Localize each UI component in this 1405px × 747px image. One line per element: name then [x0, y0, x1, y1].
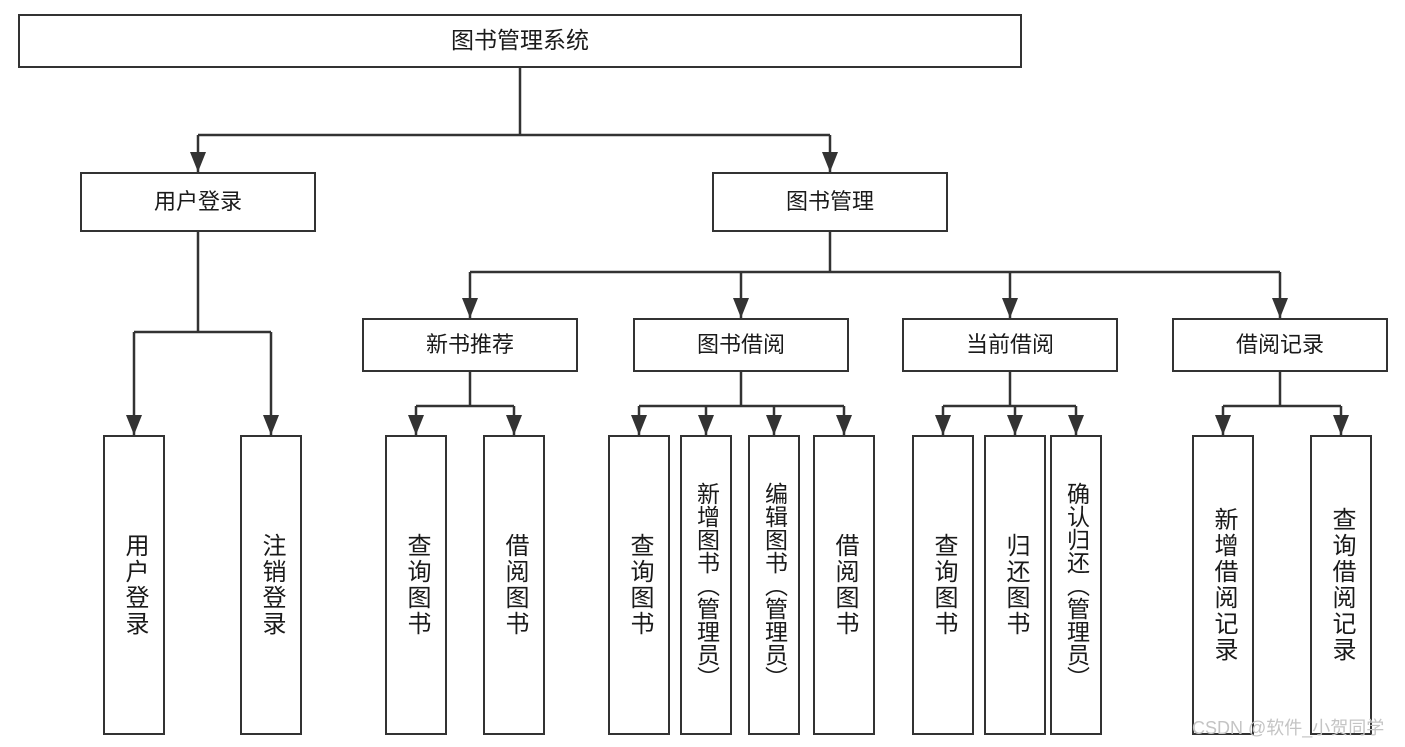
node-records[interactable]: 借阅记录 [1172, 318, 1388, 372]
node-label-l-retbook: 归还图书 [1002, 533, 1029, 637]
node-label-l-addrec: 新增借阅记录 [1210, 507, 1237, 663]
edge-arrow-l-qbook3 [935, 415, 951, 435]
edge-arrow-newbook [462, 298, 478, 318]
node-label-l-qbook3: 查询图书 [930, 533, 957, 637]
edge-arrow-records [1272, 298, 1288, 318]
node-l-addrec[interactable]: 新增借阅记录 [1192, 435, 1254, 735]
node-l-confirm[interactable]: 确认归还（管理员） [1050, 435, 1102, 735]
node-label-newbook: 新书推荐 [425, 331, 514, 357]
node-l-bbook2[interactable]: 借阅图书 [813, 435, 875, 735]
edge-arrow-l-logout [263, 415, 279, 435]
edge-arrow-l-confirm [1068, 415, 1084, 435]
node-label-l-bbook1: 借阅图书 [501, 533, 528, 637]
node-l-bbook1[interactable]: 借阅图书 [483, 435, 545, 735]
edge-arrow-l-qbook1 [408, 415, 424, 435]
edge-arrow-l-bbook2 [836, 415, 852, 435]
node-l-userlogin[interactable]: 用户登录 [103, 435, 165, 735]
edge-arrow-borrow [733, 298, 749, 318]
node-l-editbook[interactable]: 编辑图书（管理员） [748, 435, 800, 735]
node-label-l-qbook1: 查询图书 [403, 533, 430, 637]
node-l-addbook[interactable]: 新增图书（管理员） [680, 435, 732, 735]
edge-arrow-l-editbook [766, 415, 782, 435]
node-label-l-logout: 注销登录 [258, 533, 285, 637]
edge-arrow-login [190, 152, 206, 172]
edge-arrow-l-addbook [698, 415, 714, 435]
node-l-logout[interactable]: 注销登录 [240, 435, 302, 735]
node-label-l-userlogin: 用户登录 [121, 533, 148, 637]
node-label-l-confirm: 确认归还（管理员） [1063, 481, 1090, 689]
node-label-l-qrec: 查询借阅记录 [1328, 507, 1355, 663]
node-l-retbook[interactable]: 归还图书 [984, 435, 1046, 735]
edge-arrow-l-bbook1 [506, 415, 522, 435]
node-borrow[interactable]: 图书借阅 [633, 318, 849, 372]
edge-arrow-l-retbook [1007, 415, 1023, 435]
node-label-l-bbook2: 借阅图书 [831, 533, 858, 637]
node-label-bookmgmt: 图书管理 [785, 188, 874, 214]
edge-arrow-l-qbook2 [631, 415, 647, 435]
edge-arrow-bookmgmt [822, 152, 838, 172]
node-newbook[interactable]: 新书推荐 [362, 318, 578, 372]
node-label-l-addbook: 新增图书（管理员） [693, 481, 720, 689]
node-l-qbook2[interactable]: 查询图书 [608, 435, 670, 735]
node-bookmgmt[interactable]: 图书管理 [712, 172, 948, 232]
node-label-l-editbook: 编辑图书（管理员） [761, 481, 788, 689]
node-label-login: 用户登录 [153, 188, 242, 214]
edge-arrow-l-userlogin [126, 415, 142, 435]
edge-arrow-l-addrec [1215, 415, 1231, 435]
node-label-borrow: 图书借阅 [696, 331, 785, 357]
node-login[interactable]: 用户登录 [80, 172, 316, 232]
node-l-qbook3[interactable]: 查询图书 [912, 435, 974, 735]
node-label-records: 借阅记录 [1235, 331, 1324, 357]
node-root[interactable]: 图书管理系统 [18, 14, 1022, 68]
node-l-qrec[interactable]: 查询借阅记录 [1310, 435, 1372, 735]
edge-arrow-current [1002, 298, 1018, 318]
node-l-qbook1[interactable]: 查询图书 [385, 435, 447, 735]
edge-arrow-l-qrec [1333, 415, 1349, 435]
node-current[interactable]: 当前借阅 [902, 318, 1118, 372]
node-label-l-qbook2: 查询图书 [626, 533, 653, 637]
node-label-current: 当前借阅 [965, 331, 1054, 357]
node-label-root: 图书管理系统 [451, 27, 589, 54]
